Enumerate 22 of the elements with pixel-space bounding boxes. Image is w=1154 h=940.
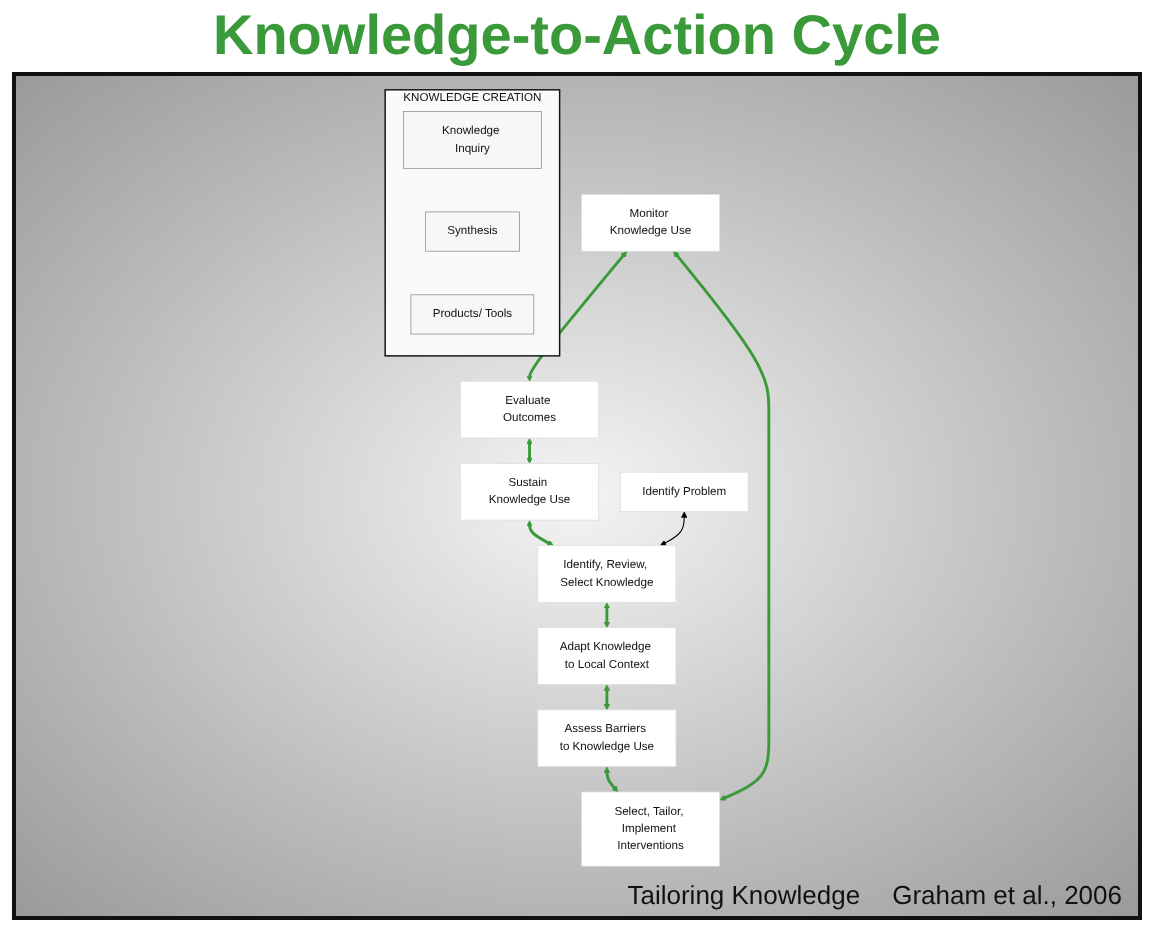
- arrow: [603, 684, 611, 711]
- arrow: [603, 602, 611, 629]
- note-text: Tailoring Knowledge: [627, 880, 861, 910]
- note-text: Graham et al., 2006: [892, 880, 1122, 910]
- node-box: [425, 211, 520, 252]
- node-box: [537, 709, 677, 767]
- node-box: [620, 471, 749, 512]
- arrow: [603, 766, 619, 793]
- arrow: [673, 250, 771, 801]
- node-box: [581, 194, 720, 252]
- node-box: [537, 545, 677, 603]
- node-box: [537, 627, 677, 685]
- node-box: [460, 463, 599, 521]
- cluster: [384, 89, 561, 357]
- node-box: [402, 111, 542, 169]
- diagram-title: Knowledge-to-Action Cycle: [210, 4, 943, 68]
- node-box: [581, 791, 720, 867]
- node-box: [410, 294, 535, 335]
- arrow: [660, 511, 688, 546]
- arrow: [526, 520, 554, 546]
- node-box: [460, 380, 599, 439]
- arrow: [526, 438, 533, 464]
